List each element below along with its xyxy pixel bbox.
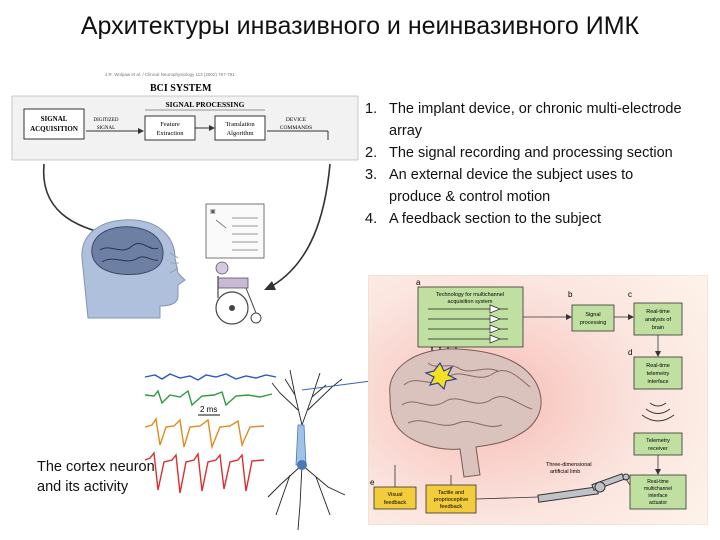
citation: J.R. Wolpaw et al. / Clinical Neurophysi…	[105, 72, 235, 77]
svg-text:analysis of: analysis of	[645, 317, 671, 323]
list-item: 3.An external device the subject uses to…	[365, 167, 634, 205]
svg-text:Tactile and: Tactile and	[438, 490, 464, 496]
svg-text:Extraction: Extraction	[156, 130, 184, 137]
spike-trace-blue	[144, 373, 277, 381]
svg-text:b: b	[568, 290, 573, 299]
bci-system-title: BCI SYSTEM	[150, 83, 212, 94]
brain-illustration	[389, 348, 542, 478]
scale-bar-label: 2 ms	[200, 405, 217, 414]
svg-text:feedback: feedback	[440, 504, 463, 510]
bci-system-diagram: J.R. Wolpaw et al. / Clinical Neurophysi…	[11, 72, 359, 325]
svg-text:COMMANDS: COMMANDS	[280, 125, 312, 131]
svg-text:Translation: Translation	[225, 121, 255, 128]
svg-text:Signal: Signal	[585, 312, 600, 318]
svg-text:SIGNAL PROCESSING: SIGNAL PROCESSING	[166, 100, 245, 109]
list-item: 2.The signal recording and processing se…	[365, 145, 673, 161]
svg-text:multichannel: multichannel	[644, 486, 672, 492]
realtime-analysis-box	[633, 302, 683, 336]
spike-trace-green	[144, 389, 273, 407]
implant-site-marker	[424, 361, 458, 391]
brain-outline	[91, 226, 164, 275]
svg-text:a: a	[416, 278, 421, 287]
svg-text:d: d	[628, 348, 632, 357]
feature-extraction-box	[144, 115, 196, 141]
translation-algorithm-box	[214, 115, 266, 141]
svg-text:acquisition system: acquisition system	[448, 299, 493, 305]
svg-text:actuator: actuator	[649, 500, 667, 506]
svg-text:SIGNAL: SIGNAL	[97, 126, 115, 131]
svg-text:DEVICE: DEVICE	[286, 117, 307, 123]
svg-text:Three-dimensional: Three-dimensional	[546, 462, 592, 468]
signal-processing-box	[571, 304, 615, 332]
wireless-signal-icon	[641, 402, 675, 422]
svg-text:brain: brain	[652, 325, 664, 331]
signal-acquisition-box	[23, 108, 85, 140]
svg-text:Real-time: Real-time	[646, 309, 670, 315]
svg-text:ACQUISITION: ACQUISITION	[30, 125, 78, 133]
device-arrow	[271, 163, 331, 287]
svg-text:DIGITIZED: DIGITIZED	[94, 118, 119, 123]
svg-text:Technology for multichannel: Technology for multichannel	[436, 292, 504, 298]
svg-text:Algorithm: Algorithm	[226, 130, 253, 137]
svg-text:SIGNAL: SIGNAL	[41, 115, 68, 123]
artificial-limb-icon	[537, 473, 630, 503]
wheelchair-icon	[215, 261, 262, 325]
invasive-bci-diagram: a Technology for multichannel acquisitio…	[368, 275, 708, 525]
svg-text:interface: interface	[648, 493, 667, 499]
component-list: 1.The implant device, or chronic multi-e…	[365, 98, 685, 230]
svg-text:Telemetry: Telemetry	[646, 438, 670, 444]
acquisition-system-box	[417, 286, 524, 348]
slide-title: Архитектуры инвазивного и неинвазивного …	[80, 12, 640, 40]
svg-text:Real-time: Real-time	[647, 479, 669, 485]
neuron-caption: The cortex neuron and its activity	[37, 459, 155, 495]
svg-text:c: c	[628, 290, 632, 299]
svg-text:proprioceptive: proprioceptive	[434, 497, 469, 503]
spike-trace-orange	[144, 417, 265, 450]
monitor-screen	[205, 203, 265, 259]
svg-text:receiver: receiver	[648, 446, 668, 452]
svg-text:e: e	[370, 478, 375, 487]
list-item: 4.A feedback section to the subject	[365, 211, 601, 227]
svg-text:artificial limb: artificial limb	[550, 469, 580, 475]
svg-text:feedback: feedback	[384, 500, 407, 506]
multichannel-actuator-box	[629, 474, 687, 510]
svg-text:processing: processing	[580, 320, 607, 326]
telemetry-interface-box	[633, 356, 683, 390]
svg-text:telemetry: telemetry	[647, 371, 670, 377]
spike-trace-red	[144, 451, 265, 494]
neuron-activity-panel: 2 ms	[144, 369, 346, 531]
svg-text:▣: ▣	[210, 209, 216, 215]
neuron-soma	[297, 460, 307, 470]
list-item: 1.The implant device, or chronic multi-e…	[365, 101, 682, 139]
svg-text:Feature: Feature	[160, 121, 180, 128]
svg-text:Real-time: Real-time	[646, 363, 670, 369]
svg-text:interface: interface	[647, 379, 668, 385]
svg-text:Visual: Visual	[388, 492, 403, 498]
